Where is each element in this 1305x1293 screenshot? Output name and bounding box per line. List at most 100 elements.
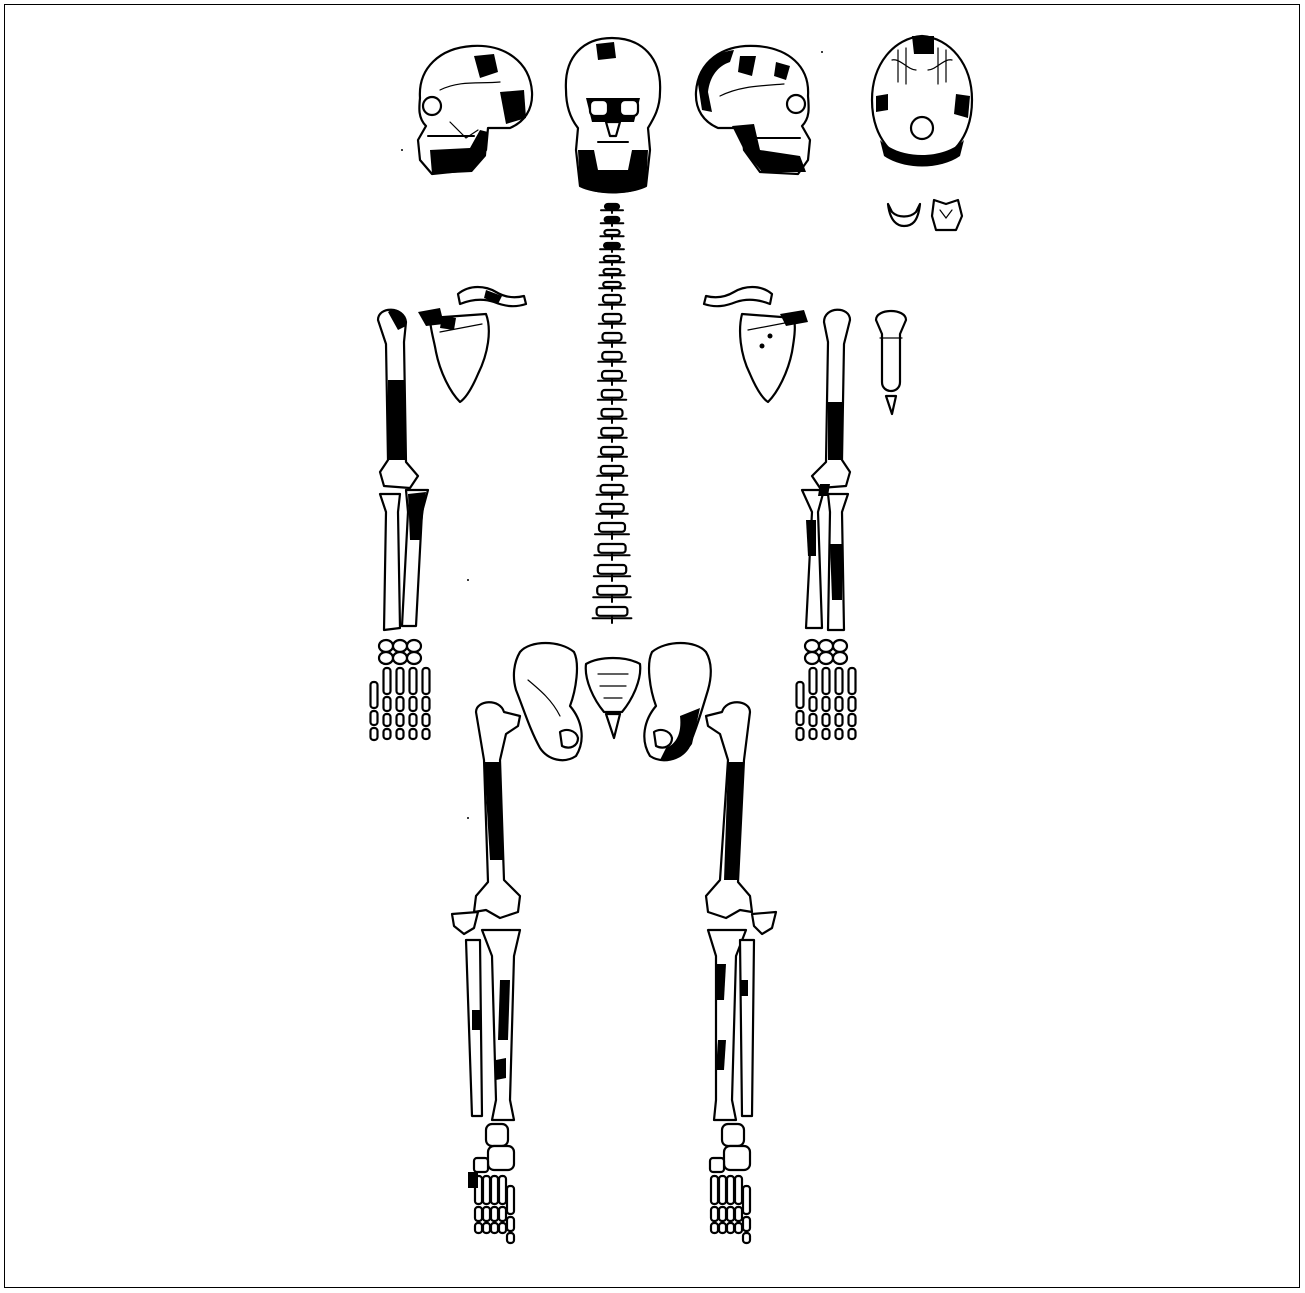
carpal bbox=[805, 652, 819, 664]
phalanx bbox=[735, 1223, 742, 1233]
rib-fill bbox=[630, 402, 697, 457]
foot-right bbox=[468, 1124, 514, 1243]
metacarpal bbox=[810, 668, 817, 694]
phalanx bbox=[491, 1207, 498, 1221]
skull-lateral-left-view bbox=[696, 46, 810, 174]
phalanx bbox=[743, 1233, 750, 1243]
phalanx bbox=[711, 1223, 718, 1233]
rib-fill bbox=[630, 492, 695, 550]
phalanx bbox=[423, 729, 430, 739]
vertebra bbox=[599, 295, 625, 309]
vertebral-body bbox=[601, 466, 624, 474]
phalanx bbox=[836, 729, 843, 739]
carpal bbox=[805, 640, 819, 652]
phalanx bbox=[810, 729, 817, 739]
phalanx bbox=[849, 697, 856, 711]
carpal bbox=[393, 652, 407, 664]
phalanx bbox=[823, 714, 830, 726]
vertebra bbox=[601, 204, 623, 213]
hand-right bbox=[371, 640, 430, 740]
metatarsal bbox=[743, 1186, 750, 1214]
vertebra bbox=[600, 256, 624, 265]
phalanx bbox=[727, 1223, 734, 1233]
vertebra bbox=[598, 371, 626, 385]
patella-left bbox=[752, 912, 776, 934]
vertebra bbox=[600, 230, 623, 239]
foot-shaded bbox=[468, 1172, 478, 1188]
phalanx bbox=[475, 1207, 482, 1221]
vertebra bbox=[593, 607, 632, 623]
phalanx bbox=[483, 1207, 490, 1221]
humerus-left bbox=[812, 310, 850, 488]
calcaneus bbox=[724, 1146, 750, 1170]
vertebral-body bbox=[602, 371, 622, 379]
sternum bbox=[876, 311, 906, 414]
vertebra bbox=[600, 269, 625, 278]
phalanx bbox=[743, 1217, 750, 1231]
vertebral-body bbox=[597, 586, 627, 595]
phalanx bbox=[423, 714, 430, 726]
metacarpal bbox=[371, 682, 378, 708]
phalanx bbox=[397, 714, 404, 726]
skull-lateral-right-view bbox=[418, 46, 532, 174]
carpal bbox=[379, 652, 393, 664]
metacarpal bbox=[423, 668, 430, 694]
skull-inferior-view bbox=[872, 36, 972, 167]
vertebra bbox=[596, 504, 628, 518]
metacarpal bbox=[384, 668, 391, 694]
clavicle-left bbox=[704, 287, 772, 306]
phalanx bbox=[735, 1207, 742, 1221]
rib-fill bbox=[529, 402, 596, 457]
rib-fill bbox=[630, 474, 701, 532]
scapula-right bbox=[418, 308, 489, 402]
patella-right bbox=[452, 912, 478, 934]
phalanx bbox=[423, 697, 430, 711]
phalanx bbox=[384, 697, 391, 711]
radius-ulna-left bbox=[802, 484, 848, 630]
phalanx bbox=[475, 1223, 482, 1233]
carpal bbox=[819, 640, 833, 652]
vertebra-shaded bbox=[604, 243, 620, 248]
rib-fill bbox=[536, 510, 596, 568]
phalanx bbox=[823, 697, 830, 711]
vertebra bbox=[595, 523, 629, 539]
vertebra bbox=[598, 390, 627, 404]
tibia-fibula-right bbox=[466, 930, 520, 1120]
vertebra bbox=[599, 314, 626, 328]
phalanx bbox=[849, 714, 856, 726]
phalanx bbox=[836, 697, 843, 711]
carpal bbox=[393, 640, 407, 652]
phalanx bbox=[507, 1233, 514, 1243]
mandible-small-views bbox=[888, 200, 962, 230]
femur-right bbox=[474, 702, 520, 918]
phalanx bbox=[371, 728, 378, 740]
vertebral-body bbox=[602, 390, 623, 398]
vertebral-body bbox=[601, 485, 624, 493]
vertebra bbox=[593, 586, 631, 602]
vertebral-body bbox=[602, 352, 622, 360]
carpal bbox=[407, 652, 421, 664]
ilium-right bbox=[514, 643, 582, 760]
femur-left bbox=[706, 702, 752, 918]
vertebra bbox=[597, 447, 627, 461]
vertebral-body bbox=[601, 447, 623, 455]
vertebra bbox=[597, 485, 628, 499]
vertebral-body bbox=[598, 565, 626, 574]
phalanx bbox=[797, 728, 804, 740]
vertebra-shaded bbox=[605, 204, 619, 209]
vertebra bbox=[598, 409, 627, 423]
hand-left bbox=[797, 640, 856, 740]
vertebral-body bbox=[599, 523, 625, 532]
vertebral-body bbox=[601, 428, 623, 436]
carpal bbox=[819, 652, 833, 664]
vertebral-body bbox=[598, 544, 625, 553]
phalanx bbox=[849, 729, 856, 739]
metatarsal bbox=[507, 1186, 514, 1214]
ilium-left bbox=[644, 643, 710, 760]
tibia-fibula-left bbox=[708, 930, 754, 1120]
phalanx bbox=[719, 1207, 726, 1221]
phalanx bbox=[410, 714, 417, 726]
talus bbox=[486, 1124, 508, 1146]
clavicle-right bbox=[458, 287, 526, 306]
phalanx bbox=[410, 697, 417, 711]
